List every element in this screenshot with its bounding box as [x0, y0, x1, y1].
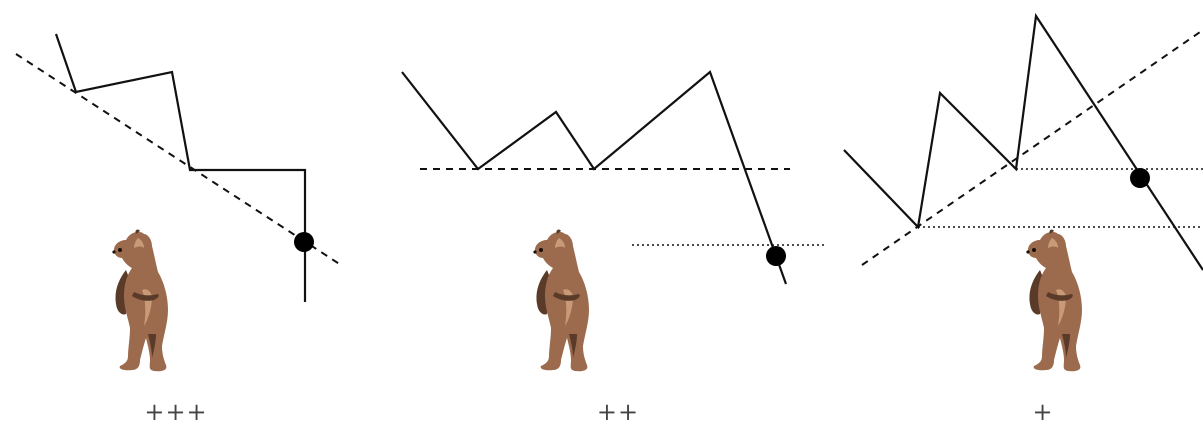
trendline-dashed	[862, 30, 1203, 265]
trendline-dashed	[16, 54, 341, 265]
signal-point	[294, 232, 314, 252]
bear-icon	[1026, 230, 1082, 372]
bear-icon	[112, 230, 168, 372]
rating-label: +++	[144, 398, 207, 426]
rating-label: +	[1032, 398, 1053, 426]
panel-1: +++	[16, 34, 341, 426]
panel-3: +	[844, 16, 1203, 426]
bear-icon	[533, 230, 589, 372]
signal-point	[1130, 168, 1150, 188]
price-path	[402, 72, 786, 284]
price-path	[56, 34, 305, 302]
signal-point	[766, 246, 786, 266]
panel-2: ++	[402, 72, 826, 426]
price-path	[844, 16, 1203, 270]
rating-label: ++	[597, 398, 639, 426]
